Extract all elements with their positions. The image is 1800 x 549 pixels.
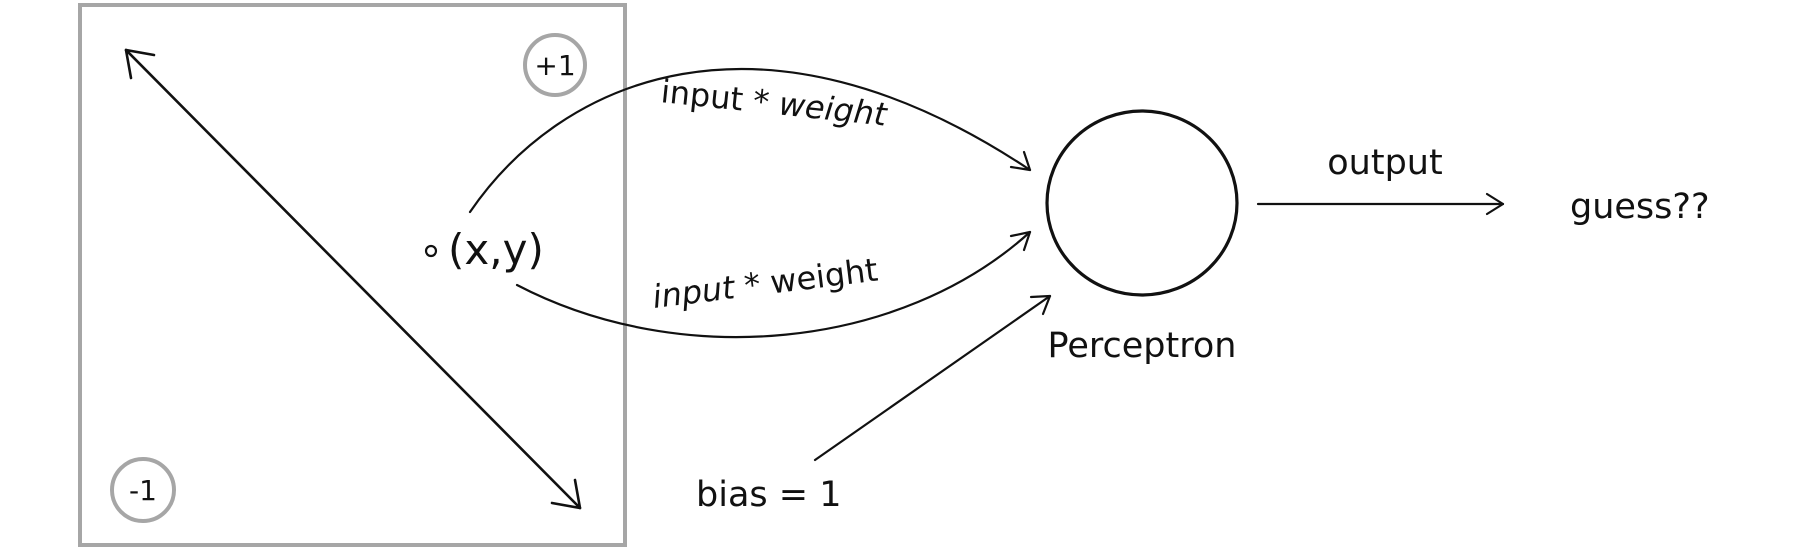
output-arrow bbox=[1256, 192, 1505, 216]
perceptron-node bbox=[1045, 109, 1239, 297]
output-label: output bbox=[1327, 143, 1442, 183]
negative-badge-label: -1 bbox=[129, 474, 157, 507]
edge-top-label: input * weight bbox=[659, 72, 890, 134]
bias-arrow bbox=[813, 294, 1052, 462]
edge-bottom-suffix: * weight bbox=[742, 251, 880, 305]
edge-bottom-arrow bbox=[515, 230, 1032, 339]
point-label: (x,y) bbox=[448, 225, 544, 274]
edge-bottom-prefix: input bbox=[650, 268, 738, 316]
edge-top-prefix: input * bbox=[659, 72, 771, 121]
bias-label: bias = 1 bbox=[696, 475, 841, 515]
edge-top-arrow bbox=[468, 67, 1032, 214]
negative-badge: -1 bbox=[110, 457, 176, 523]
decision-line-arrow bbox=[124, 48, 582, 510]
input-point-dot bbox=[424, 244, 438, 258]
perceptron-label: Perceptron bbox=[1048, 326, 1237, 366]
edge-bottom-label: input * weight bbox=[650, 251, 879, 316]
result-label: guess?? bbox=[1570, 187, 1710, 227]
positive-badge: +1 bbox=[523, 33, 587, 97]
positive-badge-label: +1 bbox=[534, 49, 575, 82]
input-space-frame bbox=[78, 3, 627, 547]
